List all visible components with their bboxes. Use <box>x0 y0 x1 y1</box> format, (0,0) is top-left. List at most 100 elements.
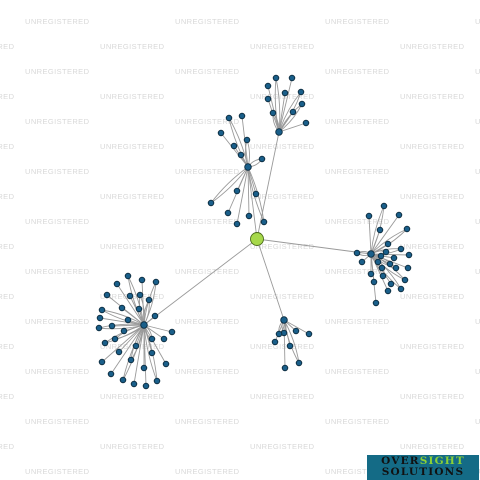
leaf-node-east[interactable] <box>377 252 385 260</box>
leaf-node-east[interactable] <box>384 287 392 295</box>
leaf-node-west[interactable] <box>152 278 160 286</box>
leaf-node-north-top[interactable] <box>288 74 296 82</box>
leaf-node-south[interactable] <box>271 338 279 346</box>
leaf-node-east[interactable] <box>395 211 403 219</box>
leaf-node-west[interactable] <box>124 316 132 324</box>
leaf-node-west[interactable] <box>127 356 135 364</box>
leaf-node-north-top[interactable] <box>302 119 310 127</box>
leaf-node-west[interactable] <box>107 370 115 378</box>
watermark-text: UNREGISTERED <box>475 117 480 126</box>
leaf-node-south[interactable] <box>275 330 283 338</box>
leaf-node-east[interactable] <box>390 254 398 262</box>
leaf-node-west[interactable] <box>118 304 126 312</box>
leaf-node-south[interactable] <box>292 327 300 335</box>
leaf-node-east[interactable] <box>405 251 413 259</box>
leaf-node-west[interactable] <box>103 291 111 299</box>
edge-west-leaf <box>101 324 145 363</box>
leaf-node-east[interactable] <box>401 276 409 284</box>
leaf-node-south[interactable] <box>305 330 313 338</box>
leaf-node-north-mid[interactable] <box>224 209 232 217</box>
hub-node-north-mid[interactable] <box>244 163 252 171</box>
leaf-node-south[interactable] <box>281 364 289 372</box>
leaf-node-west[interactable] <box>145 296 153 304</box>
leaf-node-west[interactable] <box>96 314 104 322</box>
leaf-node-north-top[interactable] <box>281 89 289 97</box>
leaf-node-west[interactable] <box>160 335 168 343</box>
leaf-node-north-top[interactable] <box>264 82 272 90</box>
leaf-node-west[interactable] <box>115 348 123 356</box>
leaf-node-north-mid[interactable] <box>237 151 245 159</box>
leaf-node-west[interactable] <box>135 305 143 313</box>
leaf-node-north-mid[interactable] <box>225 114 233 122</box>
leaf-node-west[interactable] <box>108 322 116 330</box>
central-entity-node[interactable] <box>250 232 264 246</box>
leaf-node-east[interactable] <box>378 264 386 272</box>
leaf-node-north-top[interactable] <box>297 88 305 96</box>
leaf-node-north-top[interactable] <box>264 95 272 103</box>
leaf-node-west[interactable] <box>113 280 121 288</box>
leaf-node-south[interactable] <box>295 359 303 367</box>
leaf-node-east[interactable] <box>392 264 400 272</box>
leaf-node-east[interactable] <box>404 264 412 272</box>
leaf-node-north-mid[interactable] <box>238 112 246 120</box>
leaf-node-west[interactable] <box>124 272 132 280</box>
leaf-node-north-mid[interactable] <box>252 190 260 198</box>
leaf-node-north-mid[interactable] <box>230 142 238 150</box>
leaf-node-west[interactable] <box>151 312 159 320</box>
leaf-node-west[interactable] <box>111 335 119 343</box>
leaf-node-west[interactable] <box>142 382 150 390</box>
leaf-node-north-mid[interactable] <box>243 136 251 144</box>
leaf-node-north-mid[interactable] <box>233 187 241 195</box>
leaf-node-west[interactable] <box>130 380 138 388</box>
leaf-node-west[interactable] <box>136 291 144 299</box>
leaf-node-east[interactable] <box>367 270 375 278</box>
leaf-node-north-top[interactable] <box>298 100 306 108</box>
leaf-node-west[interactable] <box>132 342 140 350</box>
leaf-node-east[interactable] <box>386 260 394 268</box>
leaf-node-east[interactable] <box>372 299 380 307</box>
leaf-node-north-mid[interactable] <box>245 212 253 220</box>
leaf-node-north-top[interactable] <box>289 108 297 116</box>
leaf-node-west[interactable] <box>168 328 176 336</box>
leaf-node-west[interactable] <box>162 360 170 368</box>
leaf-node-east[interactable] <box>397 245 405 253</box>
leaf-node-east[interactable] <box>403 225 411 233</box>
leaf-node-east[interactable] <box>374 258 382 266</box>
leaf-node-north-top[interactable] <box>272 74 280 82</box>
leaf-node-north-mid[interactable] <box>207 199 215 207</box>
leaf-node-west[interactable] <box>101 339 109 347</box>
leaf-node-east[interactable] <box>358 258 366 266</box>
leaf-node-west[interactable] <box>119 376 127 384</box>
hub-node-west[interactable] <box>140 321 148 329</box>
leaf-node-west[interactable] <box>126 292 134 300</box>
leaf-node-east[interactable] <box>387 280 395 288</box>
edge-west-leaf <box>127 275 145 326</box>
leaf-node-west[interactable] <box>120 327 128 335</box>
leaf-node-east[interactable] <box>380 202 388 210</box>
leaf-node-north-mid[interactable] <box>233 220 241 228</box>
hub-node-east[interactable] <box>367 250 375 258</box>
leaf-node-north-mid[interactable] <box>260 218 268 226</box>
leaf-node-south[interactable] <box>286 342 294 350</box>
leaf-node-west[interactable] <box>138 276 146 284</box>
leaf-node-north-top[interactable] <box>269 109 277 117</box>
leaf-node-west[interactable] <box>98 358 106 366</box>
leaf-node-east[interactable] <box>370 278 378 286</box>
leaf-node-east[interactable] <box>379 272 387 280</box>
leaf-node-north-mid[interactable] <box>258 155 266 163</box>
leaf-node-west[interactable] <box>148 349 156 357</box>
hub-node-south[interactable] <box>280 316 288 324</box>
leaf-node-east[interactable] <box>365 212 373 220</box>
leaf-node-west[interactable] <box>148 335 156 343</box>
leaf-node-west[interactable] <box>95 324 103 332</box>
leaf-node-north-mid[interactable] <box>217 129 225 137</box>
hub-node-north-top[interactable] <box>275 128 283 136</box>
leaf-node-east[interactable] <box>384 240 392 248</box>
leaf-node-west[interactable] <box>98 306 106 314</box>
leaf-node-west[interactable] <box>153 377 161 385</box>
leaf-node-east[interactable] <box>397 285 405 293</box>
leaf-node-east[interactable] <box>376 226 384 234</box>
leaf-node-east[interactable] <box>382 248 390 256</box>
leaf-node-east[interactable] <box>353 249 361 257</box>
leaf-node-west[interactable] <box>140 364 148 372</box>
